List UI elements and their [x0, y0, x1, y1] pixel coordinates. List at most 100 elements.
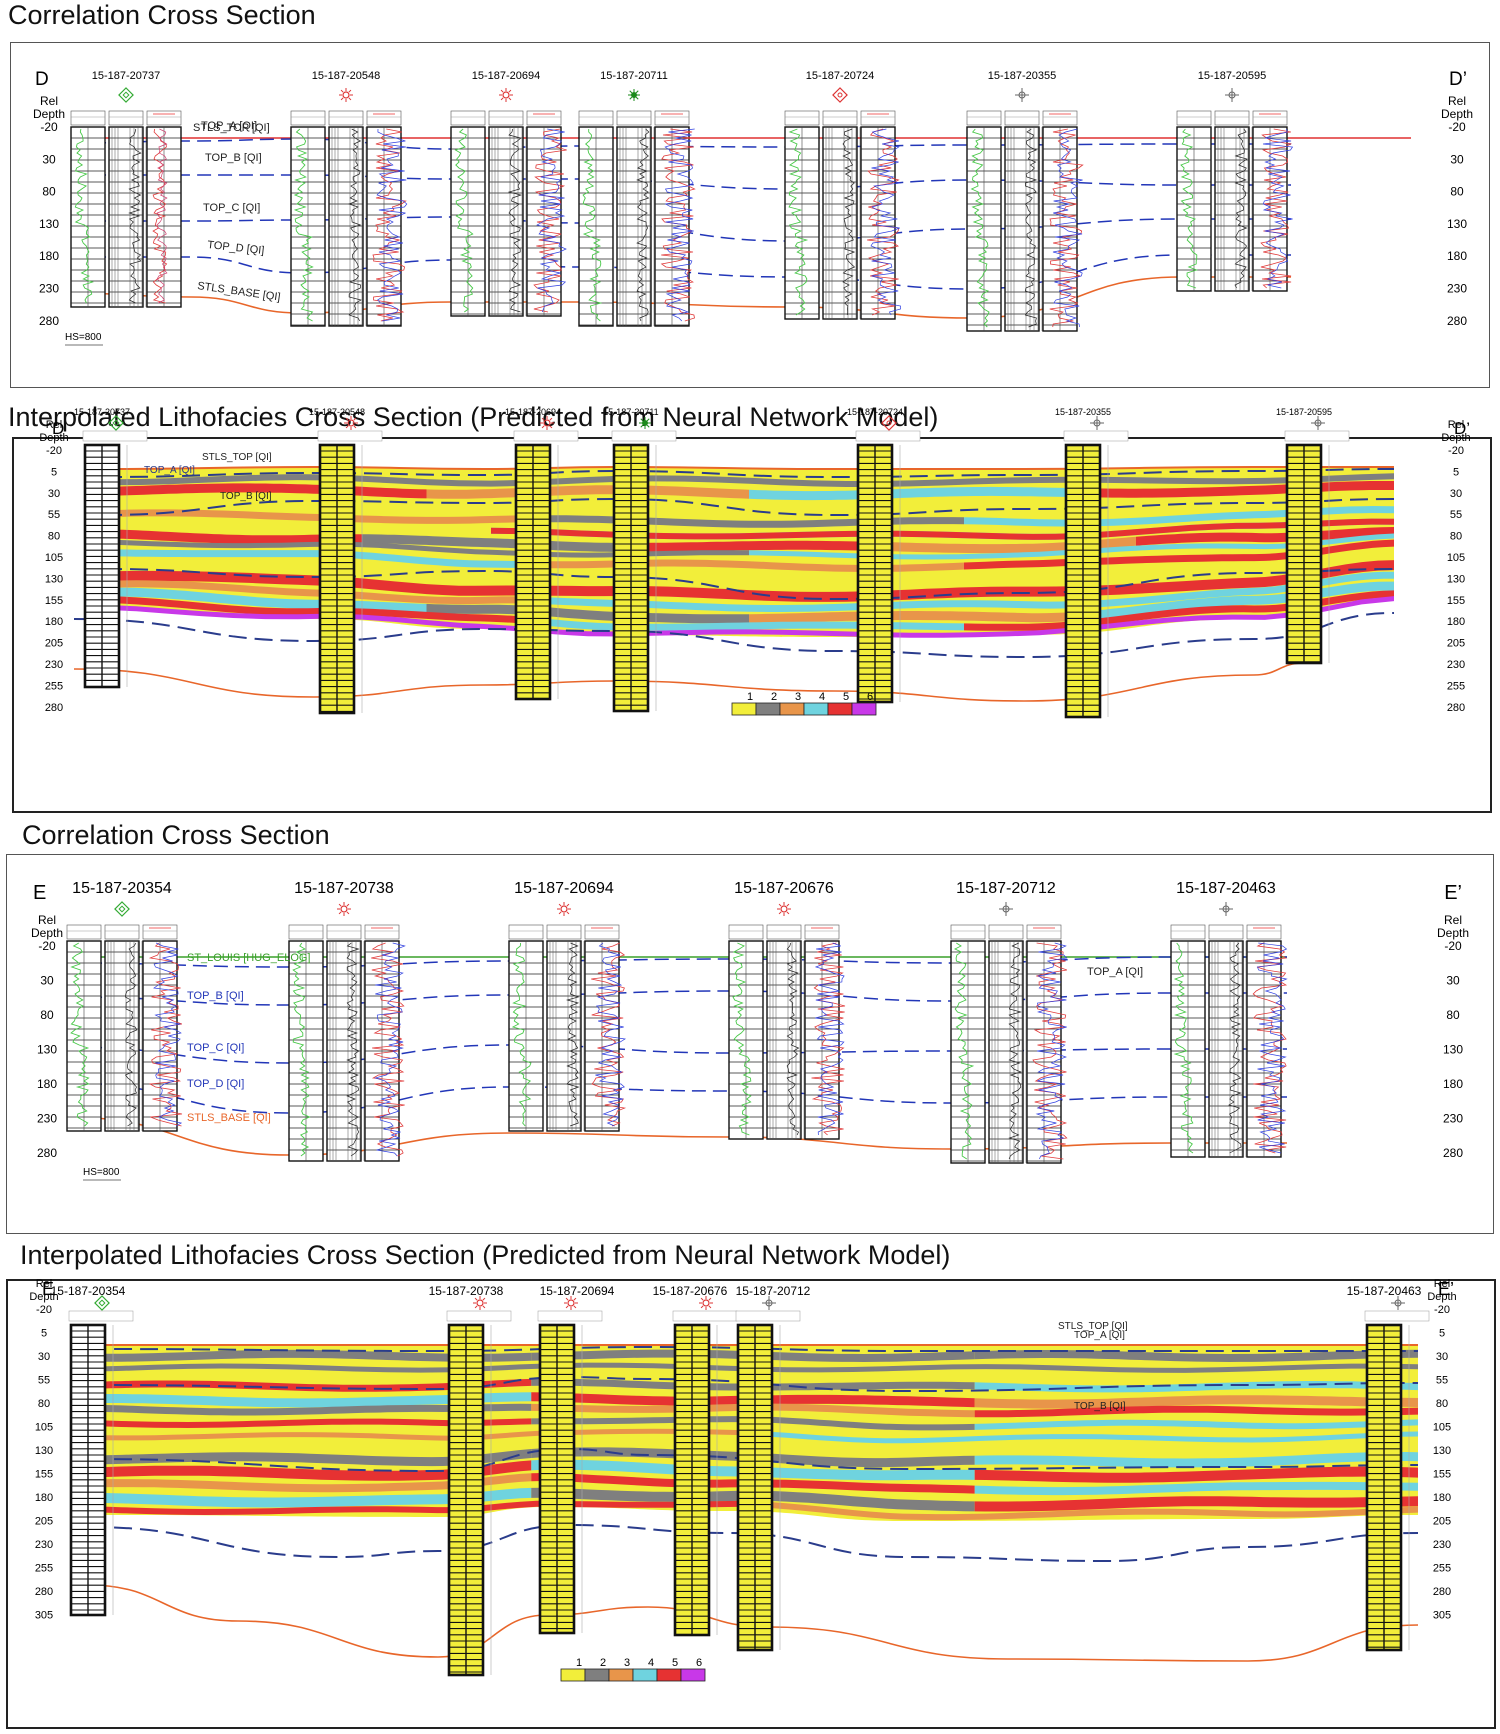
depth-tick-left: 80 [42, 185, 56, 199]
well-symbol-icon [108, 415, 124, 431]
depth-tick-right: 130 [1447, 573, 1465, 585]
depth-tick-right: -20 [1434, 1304, 1450, 1316]
well-symbol-icon [629, 90, 633, 94]
track-header [68, 1310, 134, 1322]
gamma-ray-curve [732, 942, 752, 1136]
facies-band [974, 1395, 1418, 1409]
track-header [1246, 924, 1282, 940]
well-symbol-icon [565, 1297, 569, 1301]
horizon-line [71, 216, 1291, 242]
log-track [1208, 940, 1244, 1158]
stls-base-line [87, 1584, 1419, 1662]
well-5: 15-187-20712 [950, 880, 1068, 1164]
depth-tick-right: 30 [1450, 488, 1462, 500]
depth-label-left: Rel [38, 913, 56, 927]
gamma-ray-curve [511, 942, 532, 1127]
depth-tick-left: 230 [45, 659, 63, 671]
gamma-ray-curve [582, 129, 603, 322]
well-name: 15-187-20712 [956, 880, 1056, 897]
track-header [108, 110, 144, 126]
depth-label-left: Rel [46, 419, 63, 431]
porosity-curve [870, 128, 901, 316]
track-header [1026, 924, 1062, 940]
horizon-label: TOP_B [QI] [1074, 1401, 1126, 1412]
facies-band [753, 1430, 1418, 1444]
depth-tick-left: 180 [45, 616, 63, 628]
well-symbol-icon [566, 903, 570, 907]
density-curve [842, 128, 856, 316]
depth-tick-left: 130 [45, 573, 63, 585]
well-symbol-icon [708, 1297, 712, 1301]
density-curve [1008, 942, 1023, 1160]
well-name: 15-187-20595 [1276, 407, 1332, 417]
track-header [860, 110, 896, 126]
track-header [508, 924, 544, 940]
depth-tick-left: 130 [35, 1445, 53, 1457]
horizon-label: TOP_D [QI] [207, 239, 265, 257]
resistivity-curve [867, 128, 900, 316]
depth-tick-left: 280 [45, 702, 63, 714]
track-header [142, 924, 178, 940]
horizon-label: TOP_A [QI] [201, 120, 257, 132]
well-symbol-icon [347, 419, 355, 427]
section-end-left: E [33, 882, 46, 904]
porosity-curve [536, 128, 567, 313]
facies-band [88, 1460, 532, 1481]
section-end-right: E’ [1438, 1279, 1454, 1299]
depth-label-right: Rel [1448, 419, 1465, 431]
facies-band [749, 486, 1072, 501]
track-header [804, 924, 840, 940]
depth-tick-right: 55 [1450, 509, 1462, 521]
depth-tick-right: 80 [1450, 531, 1462, 543]
horizon-dashed-line [87, 1523, 1419, 1563]
depth-label-right: Depth [1437, 926, 1469, 940]
horizon-label: TOP_C [QI] [187, 1042, 244, 1054]
well-symbol-icon [778, 911, 782, 915]
track-header [1063, 430, 1129, 442]
well-name: 15-187-20354 [72, 880, 172, 897]
well-symbol-icon [500, 89, 504, 93]
depth-tick-left: 155 [45, 595, 63, 607]
facies-legend-swatch [608, 1668, 634, 1682]
depth-tick-right: 255 [1433, 1563, 1451, 1575]
density-curve [1024, 128, 1038, 328]
well-name: 15-187-20463 [1176, 880, 1276, 897]
density-curve [1234, 128, 1248, 289]
log-track [988, 940, 1024, 1164]
resistivity-curve [148, 942, 183, 1127]
facies-legend-swatch [632, 1668, 658, 1682]
gamma-ray-curve [1180, 128, 1198, 289]
well-name: 15-187-20738 [294, 880, 394, 897]
depth-tick-right: 105 [1433, 1422, 1451, 1434]
depth-tick-right: 130 [1447, 217, 1467, 231]
stls-base-line [73, 662, 1305, 702]
well-name: 15-187-20694 [540, 1284, 615, 1298]
well-symbol-icon [646, 424, 650, 428]
density-curve [786, 942, 800, 1136]
depth-tick-right: 205 [1447, 638, 1465, 650]
facies-band [362, 534, 620, 552]
depth-tick-left: 180 [39, 249, 59, 263]
depth-label-right: Rel [1444, 913, 1462, 927]
section-end-right: E’ [1444, 882, 1462, 904]
horizon-label: TOP_B [QI] [220, 491, 272, 502]
well-name: 15-187-20694 [514, 880, 614, 897]
track-header [654, 110, 690, 126]
well-name: 15-187-20724 [847, 407, 903, 417]
well-symbol-icon [642, 420, 648, 426]
depth-tick-left: 55 [48, 509, 60, 521]
horizon-dashed-line [87, 1375, 1419, 1393]
depth-tick-right: 30 [1450, 152, 1464, 166]
facies-band [88, 1378, 532, 1392]
facies-band [753, 1501, 1418, 1521]
depth-tick-left: 280 [39, 314, 59, 328]
facies-legend-swatch [656, 1668, 682, 1682]
facies-legend-label: 5 [843, 691, 849, 703]
facies-legend-label: 2 [600, 1657, 606, 1669]
depth-tick-right: 130 [1443, 1043, 1463, 1057]
density-curve [636, 128, 650, 322]
depth-tick-right: -20 [1448, 445, 1464, 457]
porosity-curve [1262, 128, 1294, 289]
well-name: 15-187-20737 [74, 407, 130, 417]
